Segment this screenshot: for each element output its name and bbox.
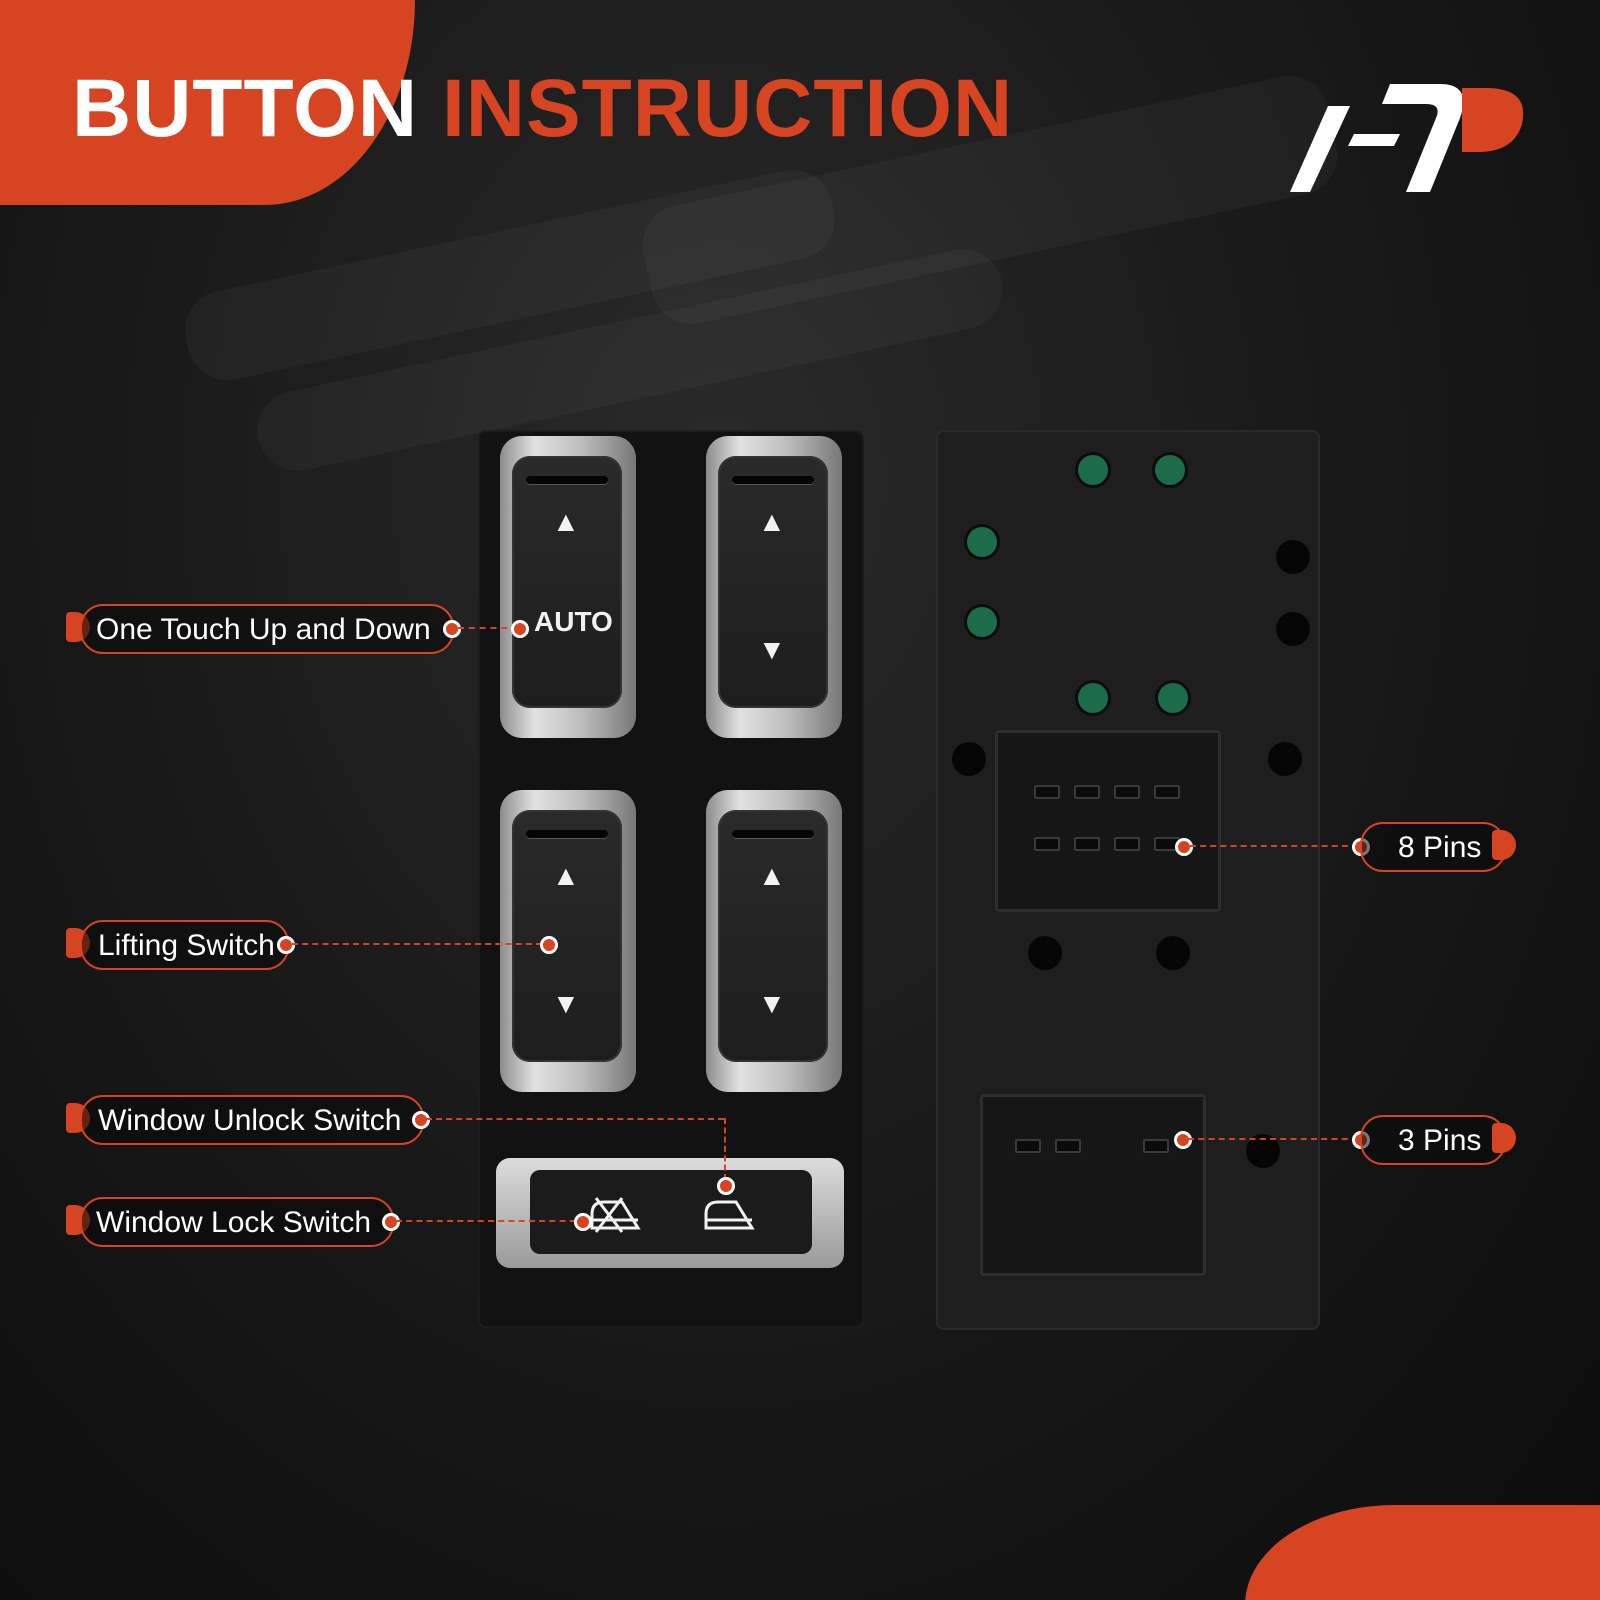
- corner-accent: [1245, 1505, 1600, 1600]
- down-arrow-icon: ▼: [758, 634, 786, 665]
- up-arrow-icon: ▲: [552, 860, 580, 891]
- pin: [1114, 837, 1140, 851]
- rocker-grip-bar: [526, 476, 608, 484]
- page-title: BUTTON INSTRUCTION: [72, 68, 1013, 150]
- callout-leader: [1188, 1138, 1358, 1140]
- rocker-rear-left-switch[interactable]: ▲ ▼: [500, 790, 636, 1092]
- rocker-auto-switch[interactable]: ▲ AUTO: [500, 436, 636, 738]
- connector-3-pins: [980, 1094, 1206, 1276]
- pin: [1034, 837, 1060, 851]
- pin: [1154, 785, 1180, 799]
- callout-one-touch-label: One Touch Up and Down: [96, 613, 431, 646]
- callout-3-pins-label: 3 Pins: [1398, 1124, 1482, 1157]
- down-arrow-icon: ▼: [552, 988, 580, 1019]
- callout-target-dot: [574, 1213, 592, 1231]
- callout-dot: [443, 620, 461, 638]
- auto-label: AUTO: [534, 606, 613, 637]
- window-lock-icon: [590, 1197, 641, 1233]
- callout-dot: [412, 1111, 430, 1129]
- callout-one-touch: One Touch Up and Down: [80, 604, 454, 654]
- mounting-hole: [1156, 936, 1190, 970]
- mounting-hole: [1028, 936, 1062, 970]
- rocker-grip-bar: [732, 476, 814, 484]
- title-word-button: BUTTON: [72, 63, 419, 154]
- pcb-contact: [1075, 452, 1111, 488]
- callout-leader: [458, 627, 518, 629]
- pin: [1143, 1139, 1169, 1153]
- callout-leader-vertical: [724, 1118, 726, 1180]
- callout-8-pins: 8 Pins: [1360, 822, 1506, 872]
- callout-3-pins: 3 Pins: [1360, 1115, 1506, 1165]
- pcb-contact: [964, 604, 1000, 640]
- callout-lifting-label: Lifting Switch: [98, 929, 275, 962]
- window-lock-strip[interactable]: [496, 1158, 844, 1268]
- window-unlock-icon: [704, 1200, 755, 1230]
- up-arrow-icon: ▲: [758, 860, 786, 891]
- connector-8-pins: [995, 730, 1221, 912]
- rocker-face: ▲ AUTO: [512, 456, 622, 708]
- callout-leader: [426, 1118, 724, 1120]
- callout-8-pins-label: 8 Pins: [1398, 831, 1482, 864]
- down-arrow-icon: ▼: [758, 988, 786, 1019]
- callout-target-dot: [1175, 838, 1193, 856]
- callout-target-dot: [717, 1177, 735, 1195]
- callout-leader: [1190, 845, 1358, 847]
- callout-dot: [277, 936, 295, 954]
- title-accent-band: [0, 0, 415, 205]
- pin: [1015, 1139, 1041, 1153]
- callout-target-dot: [1174, 1131, 1192, 1149]
- callout-window-lock: Window Lock Switch: [80, 1197, 394, 1247]
- rocker-face: ▲ ▼: [718, 810, 828, 1062]
- pcb-contact: [1155, 680, 1191, 716]
- callout-leader: [396, 1220, 586, 1222]
- pin: [1074, 785, 1100, 799]
- callout-window-unlock: Window Unlock Switch: [80, 1095, 424, 1145]
- callout-target-dot: [511, 620, 529, 638]
- callout-target-dot: [540, 936, 558, 954]
- mounting-hole: [952, 742, 986, 776]
- callout-window-lock-label: Window Lock Switch: [96, 1206, 372, 1239]
- callout-leader: [292, 943, 542, 945]
- callout-tab: [1492, 1123, 1516, 1153]
- rocker-grip-bar: [526, 830, 608, 838]
- callout-lifting: Lifting Switch: [80, 920, 289, 970]
- rocker-rear-right-switch[interactable]: ▲ ▼: [706, 790, 842, 1092]
- rocker-face: ▲ ▼: [512, 810, 622, 1062]
- rocker-grip-bar: [732, 830, 814, 838]
- up-arrow-icon: ▲: [758, 506, 786, 537]
- pin: [1034, 785, 1060, 799]
- callout-dot: [382, 1213, 400, 1231]
- pin: [1055, 1139, 1081, 1153]
- mounting-hole: [1268, 742, 1302, 776]
- brand-logo-icon: [1290, 84, 1524, 192]
- title-word-instruction: INSTRUCTION: [441, 63, 1014, 154]
- pcb-contact: [1075, 680, 1111, 716]
- callout-tab: [1492, 830, 1516, 860]
- pcb-contact: [964, 524, 1000, 560]
- up-arrow-icon: ▲: [552, 506, 580, 537]
- pin: [1114, 785, 1140, 799]
- callout-window-unlock-label: Window Unlock Switch: [98, 1104, 402, 1137]
- window-lock-strip-face: [530, 1170, 812, 1254]
- rocker-face: ▲ ▼: [718, 456, 828, 708]
- pin: [1074, 837, 1100, 851]
- mounting-hole: [1276, 540, 1310, 574]
- mounting-hole: [1276, 612, 1310, 646]
- rocker-front-right-switch[interactable]: ▲ ▼: [706, 436, 842, 738]
- pcb-contact: [1152, 452, 1188, 488]
